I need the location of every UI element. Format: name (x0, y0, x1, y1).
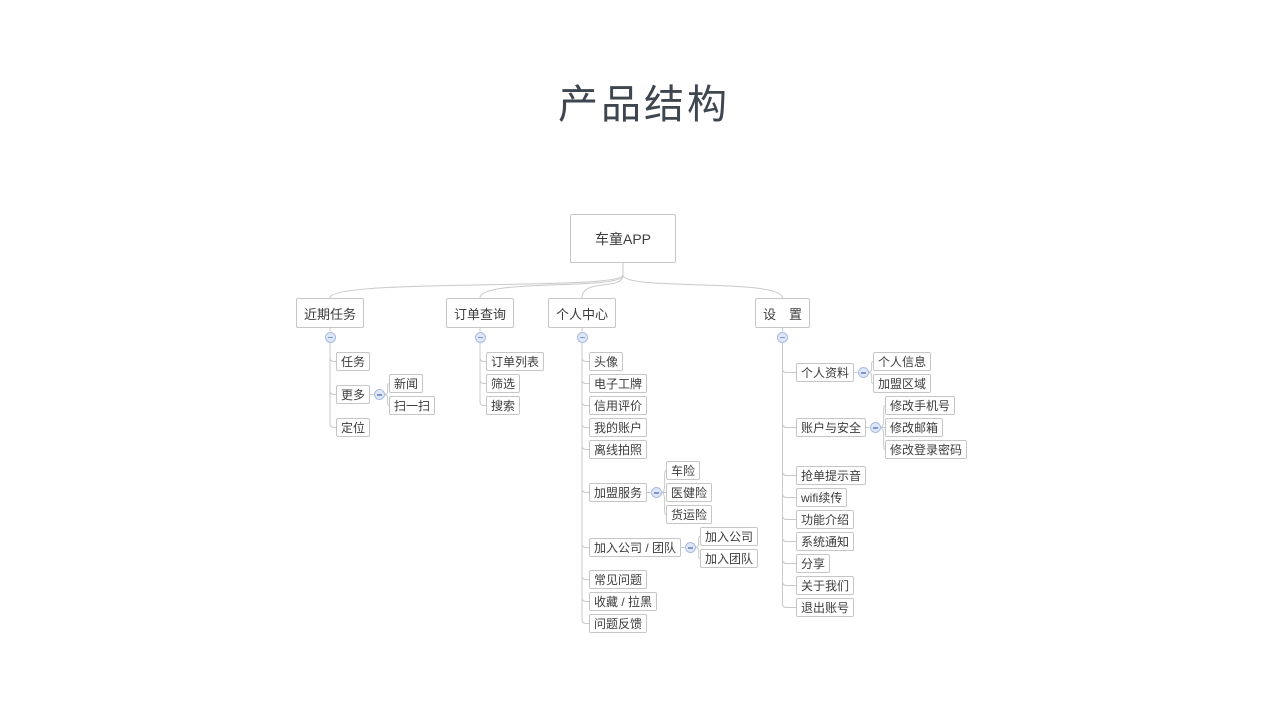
node-personal-center[interactable]: 个人中心 (548, 298, 617, 328)
node-system-notice[interactable]: 系统通知 (796, 532, 855, 551)
collapse-toggle-icon[interactable] (373, 389, 385, 400)
node-app-root[interactable]: 车童APP (570, 214, 676, 263)
collapse-toggle-icon[interactable] (857, 367, 869, 378)
node-car-insurance[interactable]: 车险 (666, 461, 701, 480)
node-feedback[interactable]: 问题反馈 (589, 614, 648, 633)
node-join-company-team[interactable]: 加入公司 / 团队 (589, 538, 682, 557)
collapse-toggle-icon[interactable] (869, 422, 881, 433)
node-recent-tasks[interactable]: 近期任务 (296, 298, 365, 328)
node-change-email[interactable]: 修改邮箱 (885, 418, 944, 437)
collapse-toggle-icon[interactable] (576, 331, 588, 343)
collapse-toggle-icon[interactable] (650, 487, 662, 498)
node-search[interactable]: 搜索 (486, 396, 521, 415)
node-profile[interactable]: 个人资料 (796, 363, 855, 382)
node-wifi-resume[interactable]: wifi续传 (796, 488, 848, 507)
node-location[interactable]: 定位 (336, 418, 371, 437)
node-about-us[interactable]: 关于我们 (796, 576, 855, 595)
node-news[interactable]: 新闻 (389, 374, 424, 393)
collapse-toggle-icon[interactable] (777, 331, 788, 343)
collapse-toggle-icon[interactable] (324, 331, 336, 343)
node-medical-insurance[interactable]: 医健险 (666, 483, 713, 502)
node-scan[interactable]: 扫一扫 (389, 396, 436, 415)
node-join-team[interactable]: 加入团队 (700, 549, 759, 568)
node-order-query[interactable]: 订单查询 (446, 298, 515, 328)
collapse-toggle-icon[interactable] (474, 331, 486, 343)
node-filter[interactable]: 筛选 (486, 374, 521, 393)
node-franchise-area[interactable]: 加盟区域 (873, 374, 932, 393)
node-cargo-insurance[interactable]: 货运险 (666, 505, 713, 524)
collapse-toggle-icon[interactable] (684, 542, 696, 553)
node-logout[interactable]: 退出账号 (796, 598, 855, 617)
node-avatar[interactable]: 头像 (589, 352, 624, 371)
node-account-security[interactable]: 账户与安全 (796, 418, 867, 437)
node-my-account[interactable]: 我的账户 (589, 418, 648, 437)
node-change-password[interactable]: 修改登录密码 (885, 440, 968, 459)
node-more[interactable]: 更多 (336, 385, 371, 404)
node-personal-info[interactable]: 个人信息 (873, 352, 932, 371)
node-offline-photo[interactable]: 离线拍照 (589, 440, 648, 459)
node-change-phone[interactable]: 修改手机号 (885, 396, 956, 415)
node-order-alert-sound[interactable]: 抢单提示音 (796, 466, 867, 485)
node-join-company[interactable]: 加入公司 (700, 527, 759, 546)
node-settings[interactable]: 设 置 (755, 298, 811, 328)
page-title: 产品结构 (558, 83, 730, 127)
node-credit-rating[interactable]: 信用评价 (589, 396, 648, 415)
node-order-list[interactable]: 订单列表 (486, 352, 545, 371)
node-favorites-blacklist[interactable]: 收藏 / 拉黑 (589, 592, 658, 611)
node-e-badge[interactable]: 电子工牌 (589, 374, 648, 393)
node-share[interactable]: 分享 (796, 554, 831, 573)
node-task[interactable]: 任务 (336, 352, 371, 371)
node-faq[interactable]: 常见问题 (589, 570, 648, 589)
node-join-services[interactable]: 加盟服务 (589, 483, 648, 502)
node-feature-intro[interactable]: 功能介绍 (796, 510, 855, 529)
